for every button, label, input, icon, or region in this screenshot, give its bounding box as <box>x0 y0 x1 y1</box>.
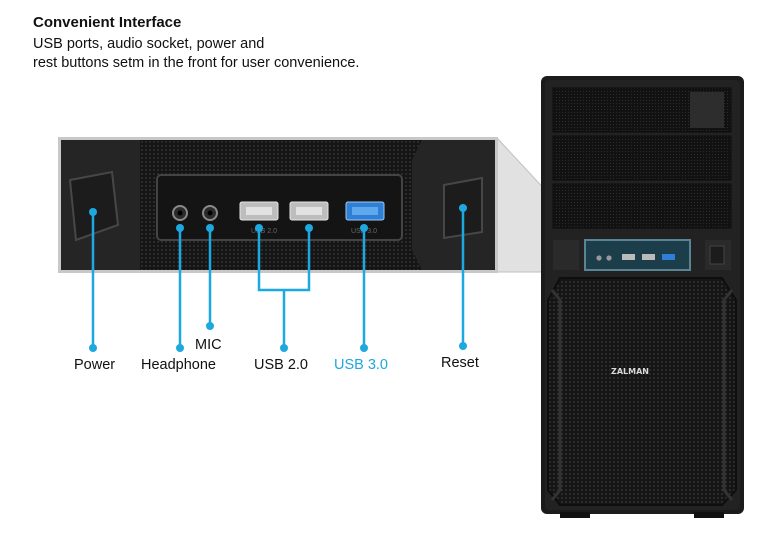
callout-dots <box>89 204 467 352</box>
label-headphone: Headphone <box>141 357 216 373</box>
label-usb3: USB 3.0 <box>334 357 388 373</box>
label-reset: Reset <box>441 355 479 371</box>
drive-bay-2 <box>552 135 732 181</box>
label-mic: MIC <box>195 337 222 353</box>
drive-bay-3 <box>552 183 732 229</box>
label-usb2: USB 2.0 <box>254 357 308 373</box>
description-line-2: rest buttons setm in the front for user … <box>33 55 360 71</box>
label-power: Power <box>74 357 116 373</box>
power-button <box>68 170 120 242</box>
io-plate <box>156 174 403 241</box>
usb2-port-text: USB 2.0 <box>251 228 277 235</box>
pc-case: ZALMAN <box>541 76 744 518</box>
section-title: Convenient Interface <box>33 14 182 31</box>
callout-lines <box>91 208 465 348</box>
front-grille <box>547 277 737 506</box>
description-line-1: USB ports, audio socket, power and <box>33 36 265 52</box>
zoomed-panel: USB 2.0 USB 3.0 <box>58 137 498 273</box>
section-description: USB ports, audio socket, power and rest … <box>33 35 453 73</box>
case-brand-logo: ZALMAN <box>611 367 649 376</box>
